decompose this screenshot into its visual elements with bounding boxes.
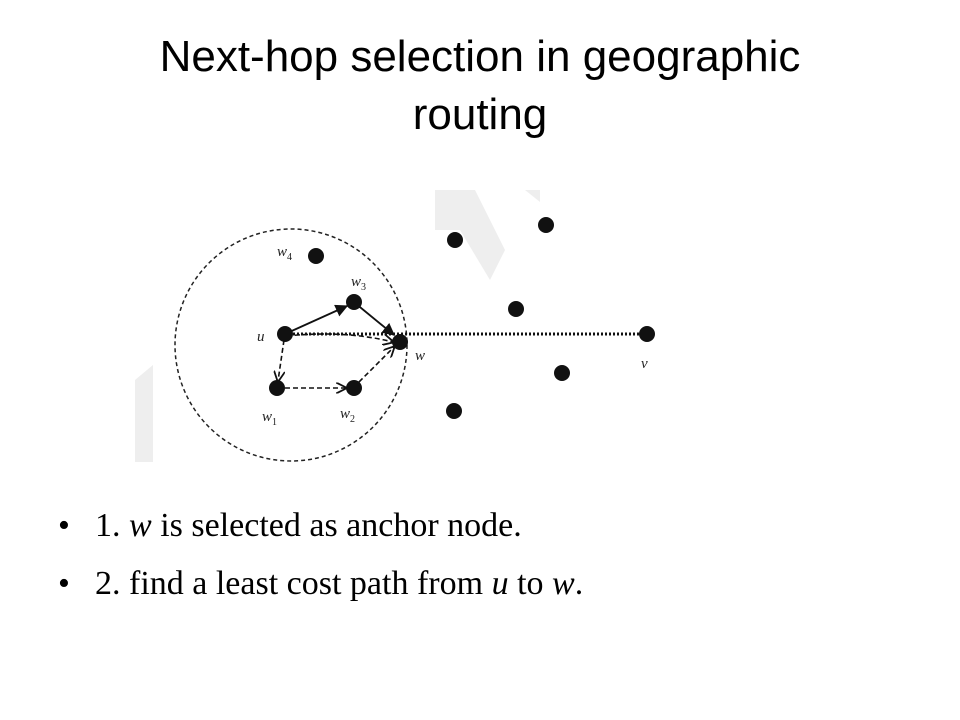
bullet-text-emphasis: u: [491, 565, 509, 602]
node-w2: [346, 380, 362, 396]
bullet-item: • 2. find a least cost path from u to w.: [58, 555, 583, 613]
node-other-2: [538, 217, 554, 233]
bullet-text-body: to: [508, 565, 553, 602]
bullet-text-end: .: [574, 565, 584, 602]
node-w1: [269, 380, 285, 396]
range-circle: [174, 228, 408, 462]
routing-diagram-svg: u w v w1 w2 w3 w4: [135, 190, 655, 462]
arrow-u-to-w1: [278, 339, 284, 381]
node-other-3: [508, 301, 524, 317]
bullet-text-emphasis: w: [129, 507, 152, 544]
bullet-text-emphasis: w: [552, 565, 575, 602]
label-u: u: [257, 329, 265, 345]
arrow-w2-to-w: [358, 347, 394, 383]
bullet-item: • 1. w is selected as anchor node.: [58, 497, 583, 555]
title-line-2: routing: [412, 90, 548, 139]
bullet-marker: •: [58, 507, 70, 544]
bullet-list: • 1. w is selected as anchor node. • 2. fi…: [58, 497, 583, 613]
node-w4: [308, 248, 324, 264]
node-v: [639, 326, 655, 342]
label-w: w: [415, 348, 425, 364]
arrow-w3-to-w: [354, 302, 395, 336]
arrow-u-to-w-dashed: [286, 333, 393, 342]
bullet-text-prefix: 1.: [95, 507, 129, 544]
page-title: Next-hop selection in geographic routing: [40, 28, 920, 144]
bullet-text-prefix: 2. find a least cost path from: [95, 565, 492, 602]
bullet-marker: •: [58, 565, 70, 602]
label-w2: w2: [340, 406, 355, 425]
routing-diagram: u w v w1 w2 w3 w4: [135, 190, 675, 462]
node-w: [392, 334, 408, 350]
label-w4: w4: [277, 244, 292, 263]
label-v: v: [641, 356, 648, 372]
arrow-u-to-w3: [284, 304, 349, 335]
node-other-4: [554, 365, 570, 381]
node-other-1: [447, 232, 463, 248]
label-w1: w1: [262, 409, 277, 428]
node-w3: [346, 294, 362, 310]
background-watermark: [135, 190, 540, 462]
title-line-1: Next-hop selection in geographic: [159, 32, 801, 81]
bullet-text-body: is selected as anchor node.: [151, 507, 522, 544]
label-w3: w3: [351, 274, 366, 293]
node-u: [277, 326, 293, 342]
node-other-5: [446, 403, 462, 419]
